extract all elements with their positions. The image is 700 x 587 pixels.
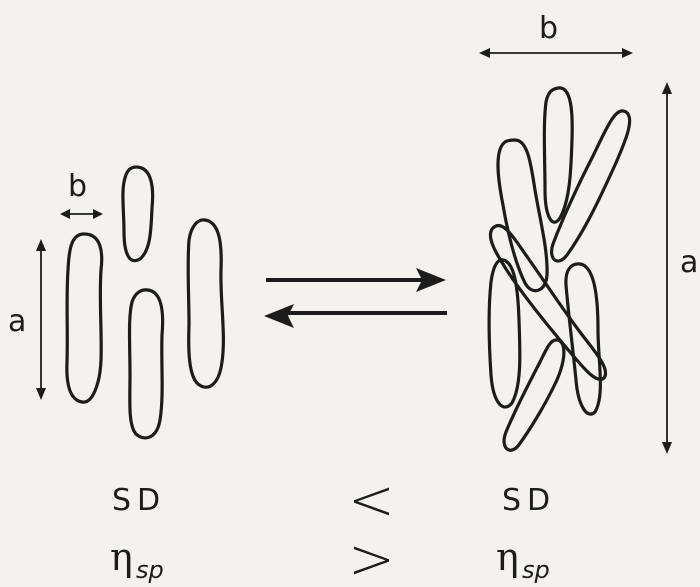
right-properties: SD η sp (496, 483, 556, 584)
rod-right-4 (490, 225, 605, 379)
rod-left-1 (67, 234, 102, 402)
rod-right-5 (489, 260, 520, 407)
rod-left-4 (188, 220, 223, 387)
separated-rods (67, 167, 224, 438)
right-eta-symbol: η (496, 535, 519, 579)
left-sd-label: SD (112, 483, 166, 518)
rod-left-2 (123, 167, 153, 261)
relations: < > (348, 468, 395, 587)
left-length-dimension: a (8, 239, 46, 400)
right-eta-subscript: sp (522, 556, 550, 584)
left-width-label: b (68, 169, 87, 204)
relation-sd: < (348, 468, 395, 533)
relation-eta: > (348, 527, 395, 587)
aggregated-rods (489, 88, 630, 450)
right-width-label: b (539, 11, 558, 46)
rod-right-2 (544, 88, 572, 222)
equilibrium-arrows (264, 268, 447, 328)
rod-right-6 (566, 264, 600, 414)
right-width-dimension: b (479, 11, 633, 58)
right-length-label: a (680, 245, 698, 280)
left-eta-subscript: sp (136, 556, 164, 584)
right-length-dimension: a (662, 82, 698, 454)
left-length-label: a (8, 304, 26, 339)
right-sd-label: SD (502, 483, 556, 518)
rod-right-7 (504, 340, 564, 450)
rod-right-3 (552, 111, 630, 261)
left-width-dimension: b (60, 169, 103, 219)
left-eta-symbol: η (110, 535, 133, 579)
rod-left-3 (130, 290, 163, 438)
left-properties: SD η sp (110, 483, 166, 584)
